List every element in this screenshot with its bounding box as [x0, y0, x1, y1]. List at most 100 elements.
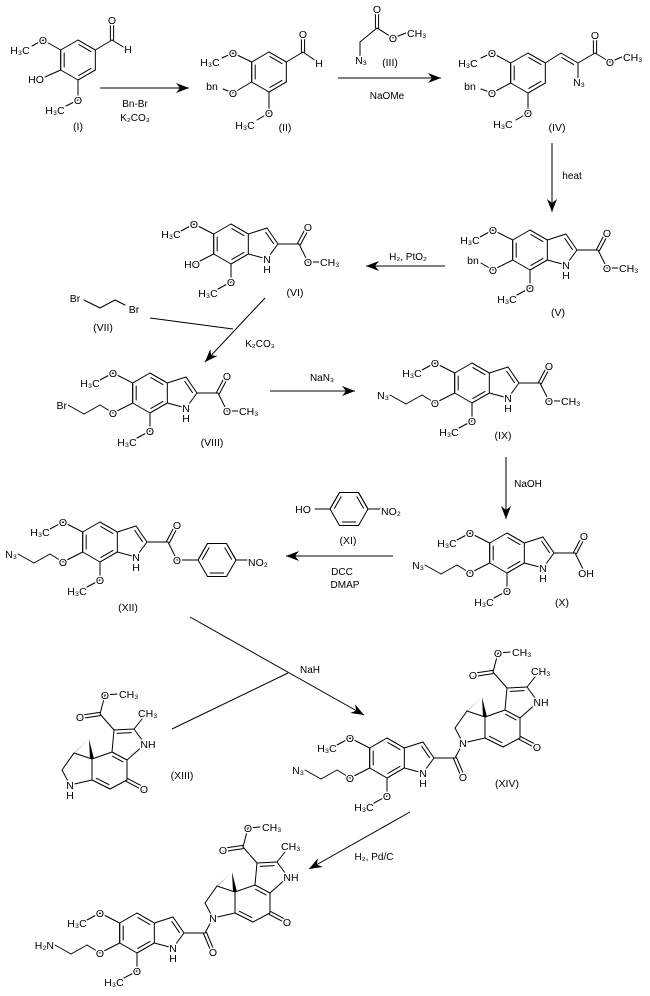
methyl-group: H₃C: [10, 45, 30, 57]
methoxy-oxygen: O: [227, 277, 235, 289]
methyl-group: H₃C: [402, 368, 422, 380]
ether-oxygen: O: [109, 408, 117, 420]
bonds-layer: [17, 8, 623, 979]
carbonyl-oxygen: O: [173, 520, 181, 532]
bond: [506, 562, 525, 574]
bond: [544, 52, 562, 64]
double-bond-inner: [356, 496, 365, 509]
methoxy-oxygen: O: [190, 219, 198, 231]
bond: [254, 862, 258, 886]
bond: [135, 541, 148, 558]
bond: [242, 827, 249, 848]
double-bond: [79, 711, 101, 716]
methyl-group: H₃C: [460, 235, 480, 247]
bond: [276, 861, 289, 878]
carbonyl-oxygen: O: [603, 228, 611, 240]
bond: [320, 769, 338, 780]
bond: [389, 394, 407, 405]
bond: [422, 741, 435, 759]
hydroxyl-group: HO: [184, 259, 200, 271]
bond: [358, 492, 369, 510]
pyrrolidine-nitrogen: N: [459, 738, 467, 750]
reaction-arrow: [189, 616, 365, 716]
bond: [539, 382, 550, 402]
indole-nitrogen: N: [132, 552, 140, 564]
double-bond: [222, 848, 244, 853]
ring-bond: [489, 532, 508, 544]
double-bond: [166, 523, 177, 542]
carbonyl-oxygen: O: [580, 531, 588, 543]
double-bond-inner: [387, 765, 401, 774]
bond: [527, 82, 546, 94]
methoxy-oxygen: O: [96, 575, 104, 587]
methyl-group: H₃C: [235, 120, 255, 132]
ring-bond: [454, 362, 473, 374]
double-bond-inner: [530, 257, 544, 266]
bond: [61, 769, 71, 786]
indole-nitrogen: N: [169, 943, 177, 955]
bond: [126, 743, 146, 761]
ester-carbonyl-oxygen: O: [76, 712, 84, 724]
methyl-group: CH₃: [281, 841, 300, 853]
bond: [69, 779, 93, 786]
double-bond: [218, 376, 229, 395]
ester-oxygen: O: [494, 648, 502, 660]
double-bond-inner: [137, 917, 151, 926]
methyl-group: H₃C: [161, 229, 181, 241]
bond: [527, 52, 546, 64]
bond: [42, 39, 62, 51]
pyrrole-nh: NH: [140, 739, 155, 751]
ring-bond: [119, 912, 138, 924]
bond: [359, 27, 378, 43]
reagent-text: NaH: [300, 665, 320, 676]
ether-oxygen: O: [229, 88, 237, 100]
compound-label-VIII: (VIII): [201, 437, 224, 449]
bond: [256, 861, 278, 864]
ring-bond: [197, 559, 208, 577]
double-bond-inner: [265, 231, 274, 245]
double-bond-inner: [150, 377, 164, 386]
ring-bond: [60, 39, 79, 51]
bond: [492, 229, 514, 241]
methyl-group: CH₃: [262, 822, 281, 834]
bond: [434, 392, 456, 404]
compound-label-IX: (IX): [495, 430, 512, 442]
methoxy-oxygen: O: [346, 733, 354, 745]
hydroxyl-group: HO: [28, 74, 44, 86]
bond: [434, 362, 456, 374]
bond: [31, 39, 44, 47]
double-bond-inner: [561, 57, 575, 66]
bond: [104, 693, 118, 696]
double-bond: [222, 844, 244, 849]
double-bond: [596, 231, 607, 250]
ring-bond: [213, 223, 232, 235]
bond: [112, 372, 134, 384]
bond: [86, 912, 101, 921]
compound-label-XII: (XII): [118, 602, 138, 614]
bond: [230, 253, 249, 265]
compound-label-I: (I): [73, 121, 83, 133]
bond: [193, 253, 215, 265]
bond: [67, 404, 85, 415]
bond: [349, 737, 371, 749]
reactant-join-line: [171, 672, 289, 730]
bond: [73, 752, 93, 760]
double-bond: [299, 227, 310, 246]
double-bond-inner: [134, 529, 143, 543]
bond: [546, 259, 567, 266]
bond: [221, 52, 234, 59]
bond: [94, 39, 113, 51]
bond: [565, 233, 578, 251]
reactant-join-line: [149, 317, 234, 330]
bond: [217, 392, 228, 412]
double-bond: [472, 669, 494, 674]
methoxy-oxygen: O: [96, 908, 104, 920]
ring-bond: [251, 81, 270, 93]
amide-oxygen: O: [209, 947, 217, 959]
chain-terminal-group: Br: [57, 400, 68, 412]
double-bond: [168, 525, 179, 544]
compound-label-XIV: (XIV): [495, 778, 519, 790]
bond: [302, 51, 317, 62]
compound-label-V: (V): [551, 307, 565, 319]
bond: [268, 51, 287, 63]
